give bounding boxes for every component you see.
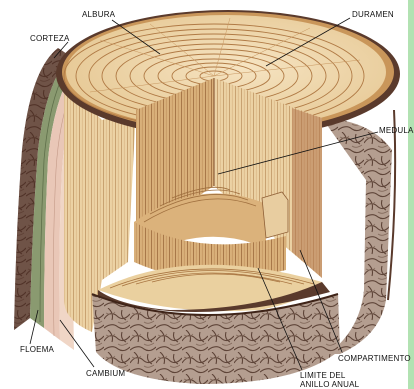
- label-albura: ALBURA: [82, 10, 116, 19]
- green-edge-strip: [408, 0, 414, 389]
- label-limite-line1: LIMITE DEL: [300, 371, 346, 380]
- label-floema: FLOEMA: [20, 345, 55, 354]
- label-corteza: CORTEZA: [30, 34, 70, 43]
- label-compartimento: COMPARTIMENTO: [338, 354, 411, 363]
- label-duramen: DURAMEN: [352, 10, 394, 19]
- label-limite-line2: ANILLO ANUAL: [300, 380, 360, 389]
- label-medula: MEDULA: [379, 126, 414, 135]
- label-cambium: CAMBIUM: [86, 369, 125, 378]
